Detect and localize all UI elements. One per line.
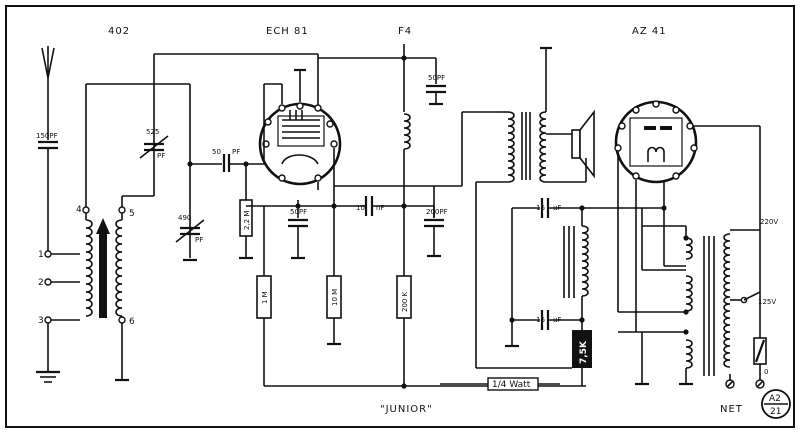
terminal-3-label: 3: [38, 316, 44, 326]
label-c10nf: 10: [356, 204, 365, 212]
terminal-6: [118, 316, 126, 324]
label-402: 402: [108, 26, 130, 37]
sheet-code-bottom: 21: [770, 407, 781, 417]
capacitor-50pf-grid: [222, 154, 231, 172]
watt-tag: [487, 377, 539, 391]
capacitor-50pf-mid: [288, 218, 308, 228]
label-c16a: 16: [536, 204, 545, 212]
terminal-1-label: 1: [38, 250, 44, 260]
label-c200: 200PF: [426, 208, 448, 216]
label-220v: 220V: [760, 218, 778, 226]
power-transformer: [685, 233, 731, 376]
label-r10m: 10 M: [331, 289, 339, 306]
label-watt: 1/4 Watt: [492, 380, 531, 390]
border-frame: [5, 5, 795, 428]
capacitor-50pf-top: [426, 84, 446, 94]
label-c50b: 50PF: [290, 208, 307, 216]
label-c50top: 50PF: [428, 74, 445, 82]
terminal-4: [82, 206, 90, 214]
filter-choke: [563, 225, 589, 298]
antenna-symbol: [41, 46, 55, 79]
coil-402-primary: [85, 219, 93, 317]
label-r200k: 200 K: [401, 291, 409, 312]
label-c16b: 16: [536, 316, 545, 324]
terminal-4-label: 4: [76, 205, 82, 215]
label-zero: 0: [764, 368, 768, 376]
terminal-5: [118, 206, 126, 214]
label-c50a-pf: PF: [232, 148, 240, 156]
fuse: [753, 337, 767, 365]
terminal-1: [44, 250, 52, 258]
net-label: NET: [720, 404, 743, 415]
terminal-5-label: 5: [129, 209, 135, 219]
sheet-code-badge: [761, 389, 791, 419]
label-125v: 125V: [758, 298, 776, 306]
sheet-code-top: A2: [769, 394, 781, 404]
label-c50a: 50: [212, 148, 221, 156]
output-transformer: [507, 111, 547, 183]
tube-ech81: [258, 102, 342, 186]
label-c490: 490: [178, 214, 191, 222]
terminal-3: [44, 316, 52, 324]
tube-az41: [614, 100, 698, 184]
capacitor-10nf: [364, 196, 374, 216]
capacitor-150pf: [38, 140, 58, 150]
terminal-2-label: 2: [38, 278, 44, 288]
terminal-6-label: 6: [129, 317, 135, 327]
label-az41: AZ 41: [632, 26, 667, 37]
variable-capacitor-525pf: [139, 135, 169, 159]
coil-f4: [403, 113, 411, 150]
label-r1m: 1 M: [261, 291, 269, 304]
label-f4: F4: [398, 26, 412, 37]
label-r22m: 2,2 M: [243, 211, 251, 230]
coil-402-secondary: [115, 219, 123, 317]
terminal-2: [44, 278, 52, 286]
ground-symbol: [36, 370, 60, 383]
tuning-arrow: [96, 218, 110, 318]
label-c525: 525: [146, 128, 159, 136]
circuit-title: "JUNIOR": [380, 404, 433, 415]
resistor-7-5k: [572, 330, 592, 368]
label-ech81: ECH 81: [266, 26, 309, 37]
label-c525-pf: PF: [157, 152, 165, 160]
capacitor-200pf: [424, 218, 444, 228]
variable-capacitor-490pf: [175, 219, 205, 243]
label-c150: 150PF: [36, 132, 58, 140]
label-c10nf-unit: nF: [376, 204, 384, 212]
label-r75k: 7,5K: [579, 340, 589, 364]
speaker: [571, 109, 595, 179]
label-c490-pf: PF: [195, 236, 203, 244]
